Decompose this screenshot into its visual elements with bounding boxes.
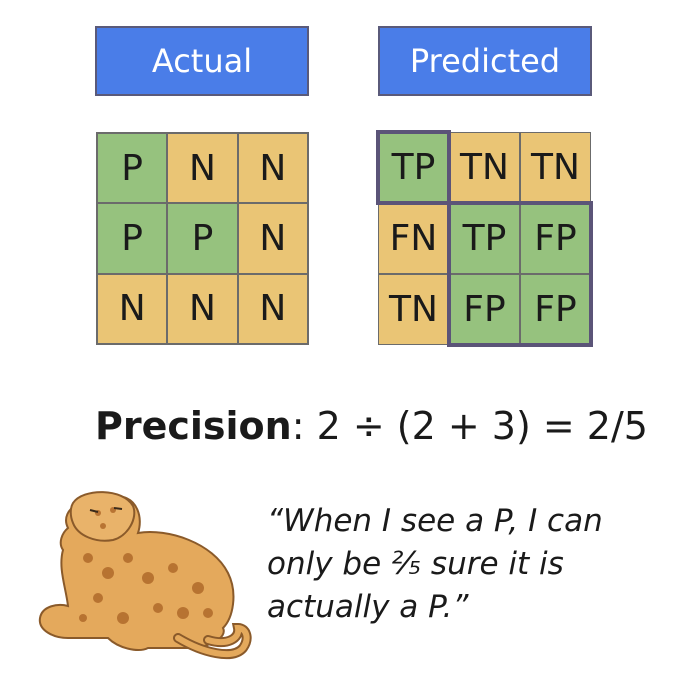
predicted-header: Predicted <box>378 26 592 96</box>
predicted-grid: TP TN TN FN TP FP TN FP FP <box>378 132 591 345</box>
precision-label: Precision <box>95 404 292 448</box>
actual-cell: N <box>167 133 238 204</box>
actual-cell: P <box>97 203 168 274</box>
quote-text: “When I see a P, I can only be ⅖ sure it… <box>267 503 603 625</box>
predicted-cell: FP <box>520 203 591 274</box>
actual-cell: P <box>167 203 238 274</box>
actual-cell: N <box>237 273 308 344</box>
actual-header: Actual <box>95 26 309 96</box>
predicted-cell: TP <box>378 132 449 203</box>
predicted-cell: TN <box>378 274 449 345</box>
predicted-cell: TN <box>449 132 520 203</box>
leopard-illustration <box>38 491 252 660</box>
actual-cell: N <box>237 133 308 204</box>
precision-equation: : 2 ÷ (2 + 3) = 2/5 <box>291 404 648 448</box>
predicted-cell: TP <box>449 203 520 274</box>
actual-cell: P <box>97 133 168 204</box>
actual-cell: N <box>237 203 308 274</box>
actual-grid: P N N P P N N N N <box>96 132 309 345</box>
predicted-cell: FP <box>520 274 591 345</box>
predicted-cell: TN <box>520 132 591 203</box>
actual-cell: N <box>167 273 238 344</box>
predicted-header-label: Predicted <box>409 42 561 80</box>
predicted-cell: FN <box>378 203 449 274</box>
precision-formula: Precision: 2 ÷ (2 + 3) = 2/5 <box>95 404 648 448</box>
predicted-cell: FP <box>449 274 520 345</box>
actual-cell: N <box>97 273 168 344</box>
actual-header-label: Actual <box>151 42 253 80</box>
